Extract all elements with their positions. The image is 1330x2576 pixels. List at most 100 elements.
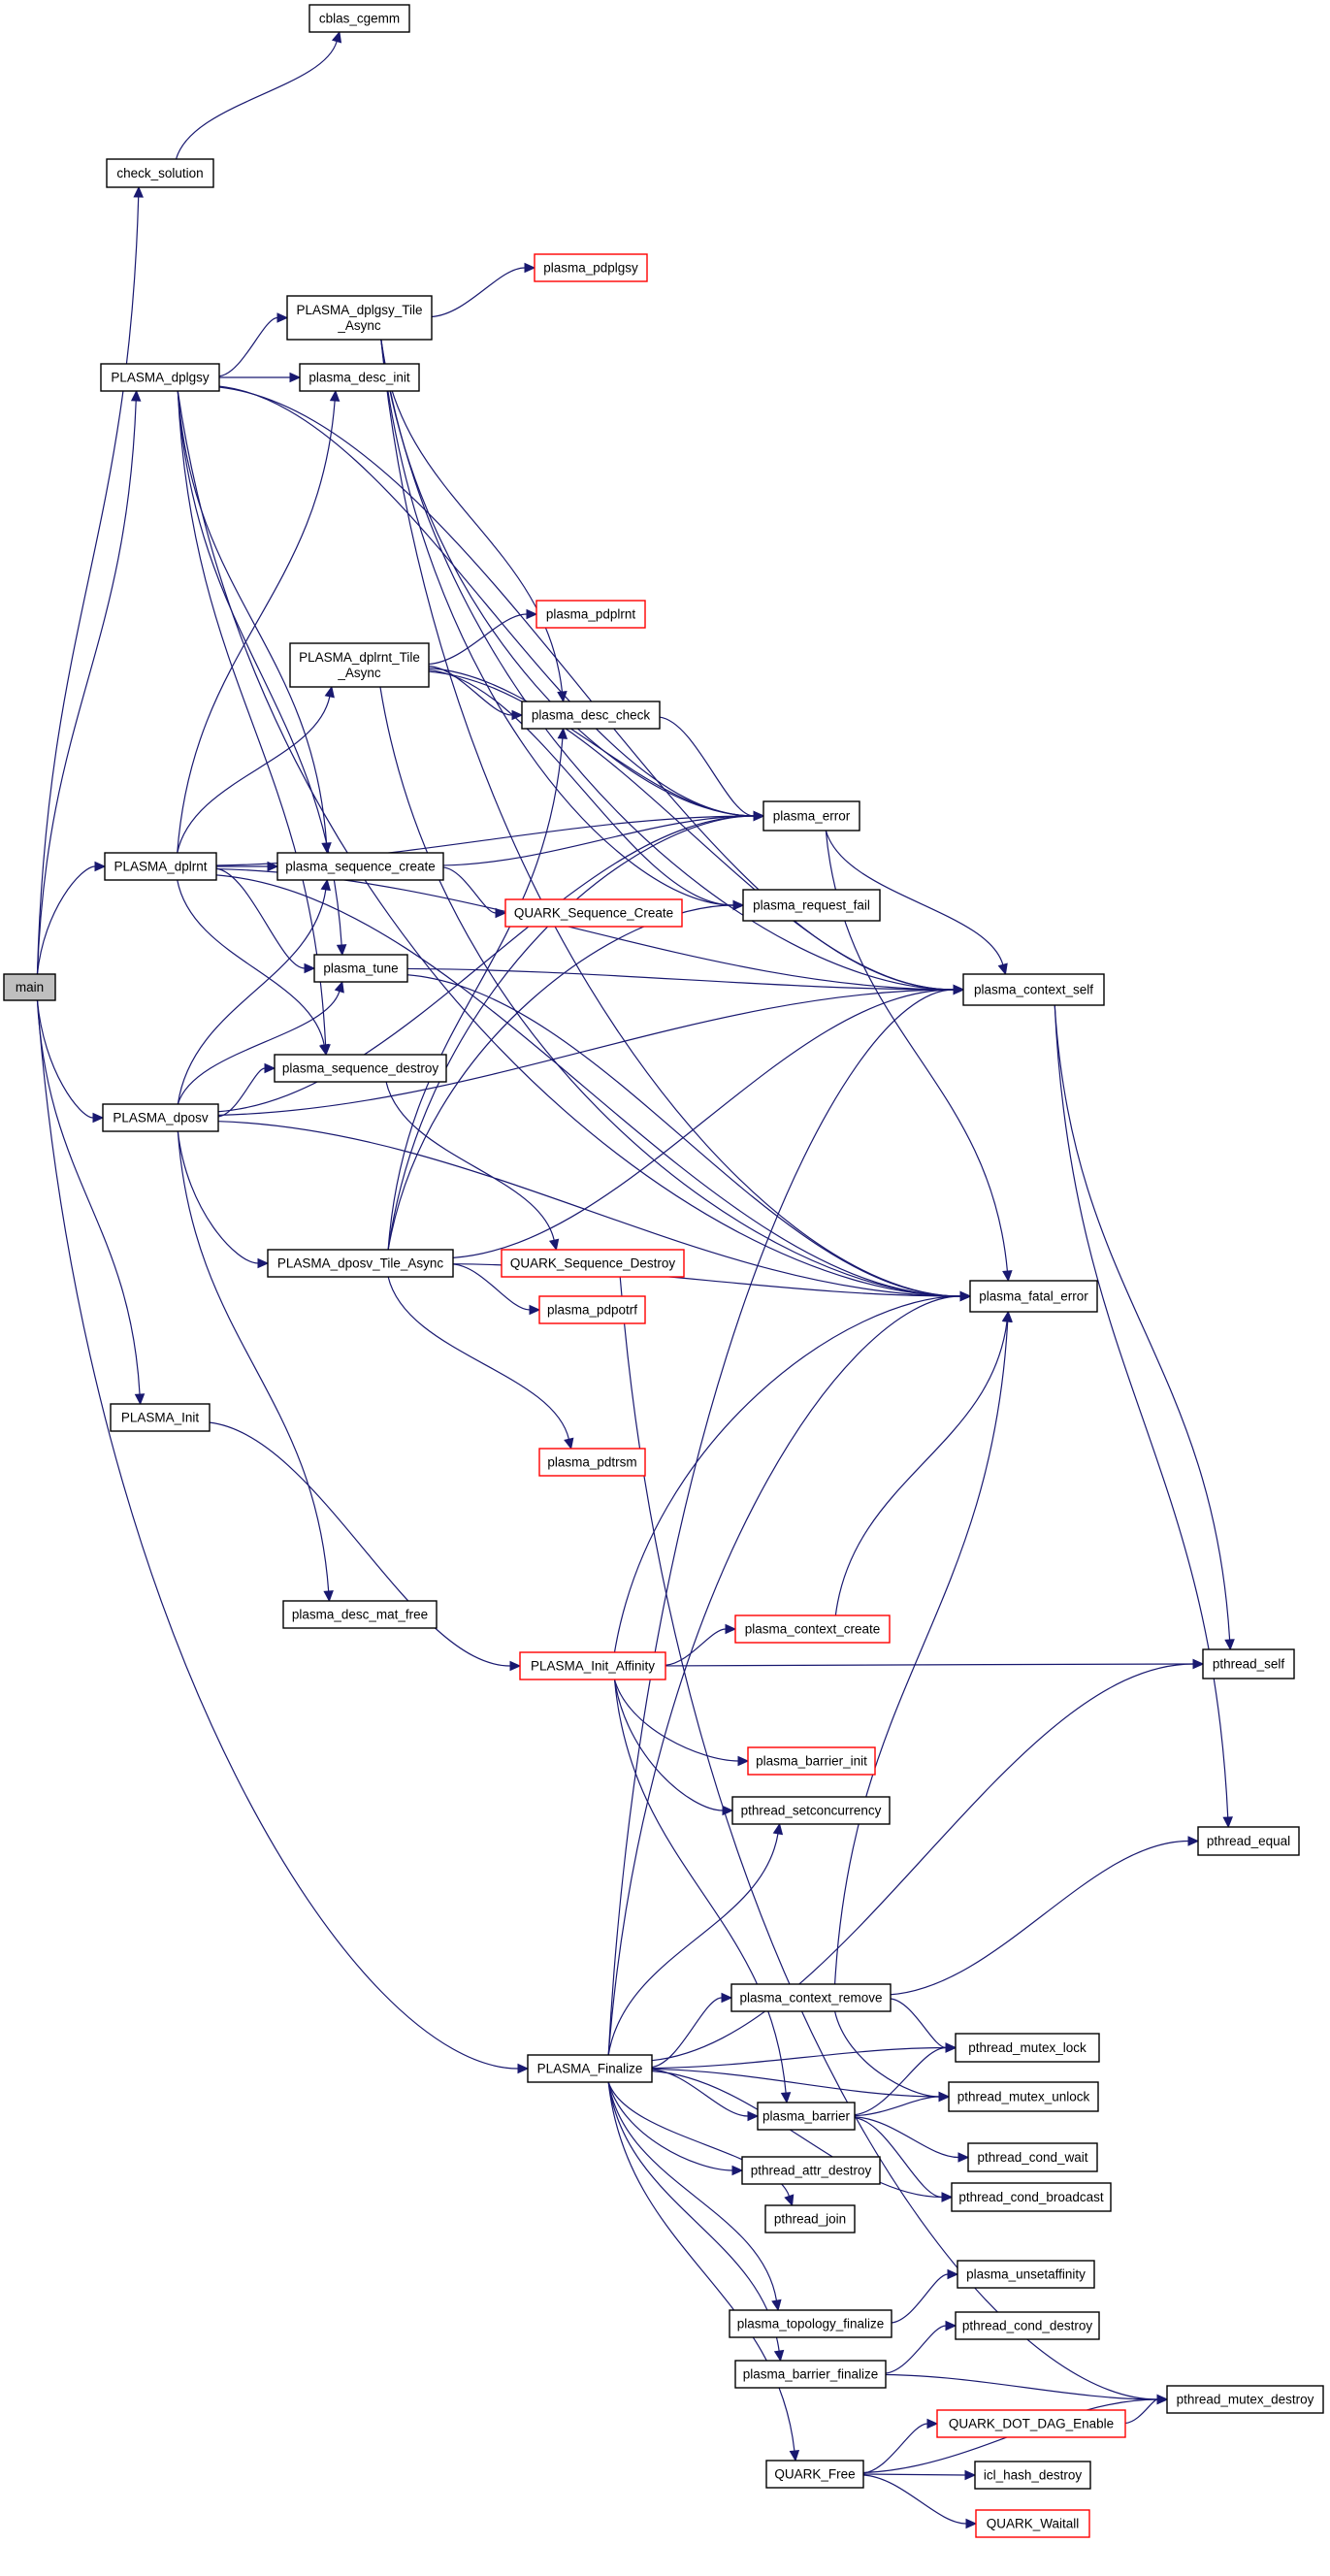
node-plasma-dplrnt-tile-async[interactable]: PLASMA_dplrnt_Tile_Async [289, 642, 430, 688]
node-box[interactable] [286, 295, 433, 341]
node-box[interactable] [538, 1295, 646, 1324]
node-plasma-pdpotrf[interactable]: plasma_pdpotrf [538, 1295, 646, 1324]
node-plasma-request-fail[interactable]: plasma_request_fail [742, 889, 881, 922]
node-box[interactable] [757, 2102, 856, 2131]
node-plasma-init-affinity[interactable]: PLASMA_Init_Affinity [519, 1651, 666, 1680]
node-box[interactable] [765, 2460, 864, 2489]
node-box[interactable] [504, 898, 683, 928]
node-box[interactable] [100, 363, 220, 392]
node-plasma-context-self[interactable]: plasma_context_self [962, 973, 1105, 1006]
node-quark-dot-dag-enable[interactable]: QUARK_DOT_DAG_Enable [936, 2409, 1126, 2438]
node-box[interactable] [1202, 1648, 1295, 1679]
node-pthread-attr-destroy[interactable]: pthread_attr_destroy [741, 2156, 881, 2185]
node-box[interactable] [734, 1614, 891, 1644]
node-plasma-unsetaffinity[interactable]: plasma_unsetaffinity [957, 2260, 1095, 2289]
node-box[interactable] [951, 2182, 1112, 2212]
node-box[interactable] [747, 1746, 876, 1776]
node-plasma-barrier-init[interactable]: plasma_barrier_init [747, 1746, 876, 1776]
node-plasma-dplgsy-tile-async[interactable]: PLASMA_dplgsy_Tile_Async [286, 295, 433, 341]
node-box[interactable] [730, 1983, 892, 2012]
node-plasma-init[interactable]: PLASMA_Init [110, 1403, 211, 1432]
node-pthread-self[interactable]: pthread_self [1202, 1648, 1295, 1679]
node-icl-hash-destroy[interactable]: icl_hash_destroy [974, 2461, 1091, 2490]
node-box[interactable] [308, 4, 410, 33]
node-box[interactable] [267, 1249, 454, 1278]
node-plasma-context-remove[interactable]: plasma_context_remove [730, 1983, 892, 2012]
node-box[interactable] [299, 363, 420, 392]
node-box[interactable] [967, 2142, 1098, 2172]
node-pthread-setconcurrency[interactable]: pthread_setconcurrency [731, 1796, 891, 1825]
node-plasma-desc-mat-free[interactable]: plasma_desc_mat_free [282, 1600, 438, 1629]
node-box[interactable] [527, 2054, 653, 2083]
node-box[interactable] [519, 1651, 666, 1680]
node-box[interactable] [106, 158, 214, 188]
node-cblas-cgemm[interactable]: cblas_cgemm [308, 4, 410, 33]
node-box[interactable] [936, 2409, 1126, 2438]
node-pthread-mutex-destroy[interactable]: pthread_mutex_destroy [1166, 2385, 1324, 2414]
node-box[interactable] [538, 1448, 646, 1477]
node-plasma-desc-init[interactable]: plasma_desc_init [299, 363, 420, 392]
node-box[interactable] [501, 1249, 685, 1278]
node-box[interactable] [957, 2260, 1095, 2289]
node-plasma-context-create[interactable]: plasma_context_create [734, 1614, 891, 1644]
node-box[interactable] [535, 600, 646, 629]
node-plasma-barrier[interactable]: plasma_barrier [757, 2102, 856, 2131]
node-plasma-desc-check[interactable]: plasma_desc_check [521, 701, 661, 730]
node-plasma-sequence-create[interactable]: plasma_sequence_create [276, 852, 444, 881]
node-box[interactable] [3, 973, 56, 1001]
node-box[interactable] [729, 2309, 892, 2338]
node-plasma-pdplgsy[interactable]: plasma_pdplgsy [534, 253, 648, 282]
node-plasma-tune[interactable]: plasma_tune [313, 954, 408, 983]
node-plasma-dposv-tile-async[interactable]: PLASMA_dposv_Tile_Async [267, 1249, 454, 1278]
node-plasma-topology-finalize[interactable]: plasma_topology_finalize [729, 2309, 892, 2338]
node-pthread-cond-broadcast[interactable]: pthread_cond_broadcast [951, 2182, 1112, 2212]
node-box[interactable] [282, 1600, 438, 1629]
node-plasma-pdplrnt[interactable]: plasma_pdplrnt [535, 600, 646, 629]
node-plasma-dposv[interactable]: PLASMA_dposv [102, 1103, 219, 1132]
node-box[interactable] [762, 800, 860, 831]
node-box[interactable] [274, 1054, 447, 1083]
node-box[interactable] [742, 889, 881, 922]
node-pthread-cond-wait[interactable]: pthread_cond_wait [967, 2142, 1098, 2172]
node-box[interactable] [734, 2360, 887, 2389]
node-pthread-mutex-unlock[interactable]: pthread_mutex_unlock [948, 2081, 1099, 2112]
node-pthread-equal[interactable]: pthread_equal [1197, 1826, 1300, 1856]
node-box[interactable] [948, 2081, 1099, 2112]
node-box[interactable] [764, 2204, 856, 2234]
node-box[interactable] [1197, 1826, 1300, 1856]
node-box[interactable] [102, 1103, 219, 1132]
node-box[interactable] [962, 973, 1105, 1006]
node-quark-sequence-create[interactable]: QUARK_Sequence_Create [504, 898, 683, 928]
node-box[interactable] [974, 2461, 1091, 2490]
node-plasma-fatal-error[interactable]: plasma_fatal_error [969, 1280, 1098, 1313]
node-plasma-pdtrsm[interactable]: plasma_pdtrsm [538, 1448, 646, 1477]
node-pthread-cond-destroy[interactable]: pthread_cond_destroy [955, 2311, 1100, 2340]
node-box[interactable] [955, 2311, 1100, 2340]
node-box[interactable] [955, 2033, 1100, 2063]
node-box[interactable] [975, 2509, 1090, 2538]
node-pthread-join[interactable]: pthread_join [764, 2204, 856, 2234]
node-box[interactable] [276, 852, 444, 881]
node-box[interactable] [731, 1796, 891, 1825]
node-quark-sequence-destroy[interactable]: QUARK_Sequence_Destroy [501, 1249, 685, 1278]
node-box[interactable] [104, 852, 217, 881]
node-box[interactable] [741, 2156, 881, 2185]
node-pthread-mutex-lock[interactable]: pthread_mutex_lock [955, 2033, 1100, 2063]
node-plasma-dplgsy[interactable]: PLASMA_dplgsy [100, 363, 220, 392]
node-plasma-sequence-destroy[interactable]: plasma_sequence_destroy [274, 1054, 447, 1083]
node-box[interactable] [289, 642, 430, 688]
node-plasma-barrier-finalize[interactable]: plasma_barrier_finalize [734, 2360, 887, 2389]
node-box[interactable] [969, 1280, 1098, 1313]
node-check-solution[interactable]: check_solution [106, 158, 214, 188]
node-quark-free[interactable]: QUARK_Free [765, 2460, 864, 2489]
node-main[interactable]: main [3, 973, 56, 1001]
node-box[interactable] [313, 954, 408, 983]
node-box[interactable] [110, 1403, 211, 1432]
node-box[interactable] [1166, 2385, 1324, 2414]
node-plasma-error[interactable]: plasma_error [762, 800, 860, 831]
node-box[interactable] [534, 253, 648, 282]
node-quark-waitall[interactable]: QUARK_Waitall [975, 2509, 1090, 2538]
node-box[interactable] [521, 701, 661, 730]
node-plasma-dplrnt[interactable]: PLASMA_dplrnt [104, 852, 217, 881]
node-plasma-finalize[interactable]: PLASMA_Finalize [527, 2054, 653, 2083]
